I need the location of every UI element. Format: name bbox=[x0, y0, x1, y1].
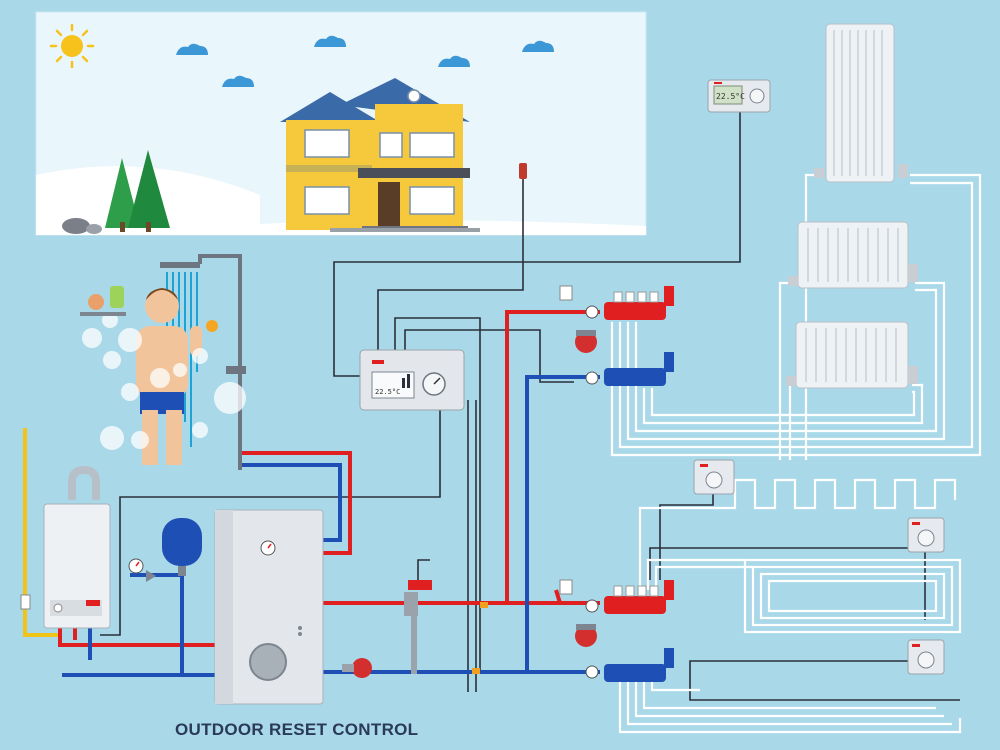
thermostat-icon: 22.5°C bbox=[707, 79, 771, 113]
water-tank-icon bbox=[214, 509, 324, 705]
tree-icon bbox=[62, 150, 170, 234]
person-in-shower bbox=[136, 288, 218, 465]
pressure-gauge-icon bbox=[559, 579, 599, 679]
thermostat-icon bbox=[907, 517, 945, 553]
diagram-caption: OUTDOOR RESET CONTROL bbox=[175, 720, 419, 739]
boiler-icon bbox=[43, 465, 111, 629]
pressure-gauge-icon bbox=[559, 285, 599, 385]
thermostat-icon bbox=[907, 639, 945, 675]
radiator-icon bbox=[795, 321, 909, 389]
outdoor-scene bbox=[35, 11, 647, 236]
outdoor-sensor-icon bbox=[519, 163, 527, 179]
gas-valve-icon bbox=[20, 594, 31, 610]
fitting bbox=[472, 668, 480, 674]
mixing-valve-icon bbox=[404, 580, 432, 674]
expansion-vessel-icon bbox=[162, 518, 202, 576]
cloud-icon bbox=[176, 35, 554, 87]
shelf bbox=[80, 312, 126, 316]
radiator-icon bbox=[797, 221, 909, 289]
underfloor-loops bbox=[618, 478, 962, 734]
pump-icon bbox=[342, 658, 372, 678]
radiator-icon bbox=[825, 23, 895, 183]
radiator-loops bbox=[610, 173, 982, 460]
manifold-icon bbox=[604, 286, 674, 386]
pressure-gauge-icon bbox=[128, 558, 156, 582]
outdoor-reset-controller: 22.5°C bbox=[359, 349, 465, 411]
fitting bbox=[480, 602, 488, 608]
thermostat-icon bbox=[693, 459, 735, 495]
soap-bottle-icon bbox=[88, 294, 104, 310]
pump-icon bbox=[575, 330, 597, 353]
sun-icon bbox=[49, 23, 95, 69]
radiator-valves bbox=[786, 164, 918, 386]
shampoo-icon bbox=[110, 286, 124, 308]
hot-pipes bbox=[58, 310, 600, 647]
house-icon bbox=[280, 78, 480, 232]
thermostat-readout: 22.5°C bbox=[716, 92, 745, 101]
controller-readout: 22.5°C bbox=[375, 388, 400, 396]
gas-pipe bbox=[23, 428, 58, 637]
manifold-icon bbox=[604, 580, 674, 682]
pump-icon bbox=[575, 624, 597, 647]
control-wires bbox=[100, 112, 960, 701]
